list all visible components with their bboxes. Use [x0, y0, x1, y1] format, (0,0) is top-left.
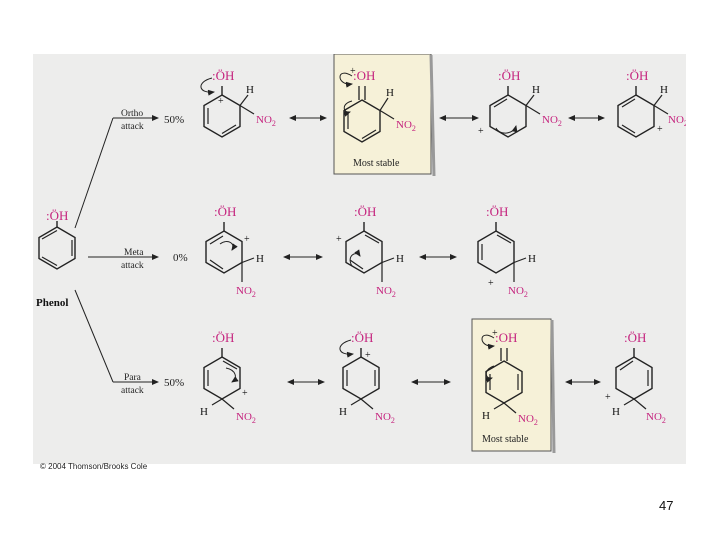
para-1-no2: NO2: [236, 411, 256, 425]
para-most-stable-label: Most stable: [482, 434, 529, 445]
copyright-notice: © 2004 Thomson/Brooks Cole: [40, 462, 148, 471]
ortho-2-h: H: [386, 87, 394, 99]
para-structure-4: :ÖH + H NO2: [605, 330, 666, 425]
para-2-plus: +: [365, 350, 371, 361]
figure-panel: :ÖH Phenol Ortho attack 50% Meta attack …: [33, 54, 686, 464]
para-4-no2: NO2: [646, 411, 666, 425]
branch-lines: [74, 115, 159, 385]
para-4-oh: :ÖH: [624, 330, 646, 345]
phenol-structure: :ÖH Phenol: [36, 208, 76, 309]
ortho-most-stable-label: Most stable: [353, 158, 400, 169]
meta-3-h: H: [528, 253, 536, 265]
page-number: 47: [659, 498, 674, 513]
meta-3-plus: +: [488, 278, 494, 289]
ortho-4-oh: :ÖH: [626, 68, 648, 83]
para-label-1: Para: [124, 373, 142, 383]
ortho-structure-4: :ÖH H NO2 +: [617, 68, 686, 138]
meta-2-oh: :ÖH: [354, 204, 376, 219]
ortho-label-1: Ortho: [121, 109, 143, 119]
meta-3-no2: NO2: [508, 285, 528, 299]
ortho-1-oh: :ÖH: [212, 68, 234, 83]
ortho-2-no2: NO2: [396, 119, 416, 133]
ortho-structure-2: :OH + H NO2 Most stable: [339, 66, 416, 169]
meta-structure-3: :ÖH + H NO2: [477, 204, 536, 299]
ortho-structure-3: :ÖH H NO2 +: [478, 68, 562, 138]
ortho-3-h: H: [532, 84, 540, 96]
para-structure-2: :ÖH + H NO2: [339, 330, 395, 425]
phenol-oh: :ÖH: [46, 208, 68, 223]
meta-1-oh: :ÖH: [214, 204, 236, 219]
para-percent: 50%: [164, 377, 184, 389]
ortho-3-no2: NO2: [542, 114, 562, 128]
para-2-h: H: [339, 406, 347, 418]
para-4-h: H: [612, 406, 620, 418]
para-structure-3: :OH + H NO2 Most stable: [481, 328, 538, 445]
ortho-percent: 50%: [164, 114, 184, 126]
para-label-2: attack: [121, 386, 144, 396]
meta-1-no2: NO2: [236, 285, 256, 299]
meta-1-h: H: [256, 253, 264, 265]
meta-structure-2: :ÖH + H NO2: [336, 204, 404, 299]
meta-label-2: attack: [121, 261, 144, 271]
ortho-4-plus: +: [657, 124, 663, 135]
meta-percent: 0%: [173, 252, 188, 264]
ortho-1-h: H: [246, 84, 254, 96]
para-4-plus: +: [605, 392, 611, 403]
ortho-3-oh: :ÖH: [498, 68, 520, 83]
para-1-plus: +: [242, 388, 248, 399]
ortho-4-h: H: [660, 84, 668, 96]
most-stable-box-para: [471, 318, 552, 452]
ortho-3-plus: +: [478, 126, 484, 137]
ortho-2-plus: +: [350, 66, 356, 77]
meta-2-plus: +: [336, 234, 342, 245]
para-3-plus: +: [492, 328, 498, 339]
ortho-label-2: attack: [121, 122, 144, 132]
ortho-structure-1: :ÖH H NO2 +: [200, 68, 276, 138]
ortho-1-no2: NO2: [256, 114, 276, 128]
meta-label-1: Meta: [124, 248, 144, 258]
para-3-oh: :OH: [495, 330, 517, 345]
meta-3-oh: :ÖH: [486, 204, 508, 219]
meta-structure-1: :ÖH + H NO2: [205, 204, 264, 299]
para-2-oh: :ÖH: [351, 330, 373, 345]
para-3-no2: NO2: [518, 413, 538, 427]
meta-2-h: H: [396, 253, 404, 265]
para-2-no2: NO2: [375, 411, 395, 425]
reaction-scheme: :ÖH Phenol Ortho attack 50% Meta attack …: [36, 54, 686, 454]
para-3-h: H: [482, 410, 490, 422]
meta-2-no2: NO2: [376, 285, 396, 299]
para-1-h: H: [200, 406, 208, 418]
para-structure-1: :ÖH + H NO2: [200, 330, 256, 425]
ortho-4-no2: NO2: [668, 114, 686, 128]
resonance-arrows: [283, 115, 605, 385]
meta-1-plus: +: [244, 234, 250, 245]
ortho-1-plus: +: [218, 96, 224, 107]
phenol-label: Phenol: [36, 297, 68, 309]
ortho-2-oh: :OH: [353, 68, 375, 83]
para-1-oh: :ÖH: [212, 330, 234, 345]
